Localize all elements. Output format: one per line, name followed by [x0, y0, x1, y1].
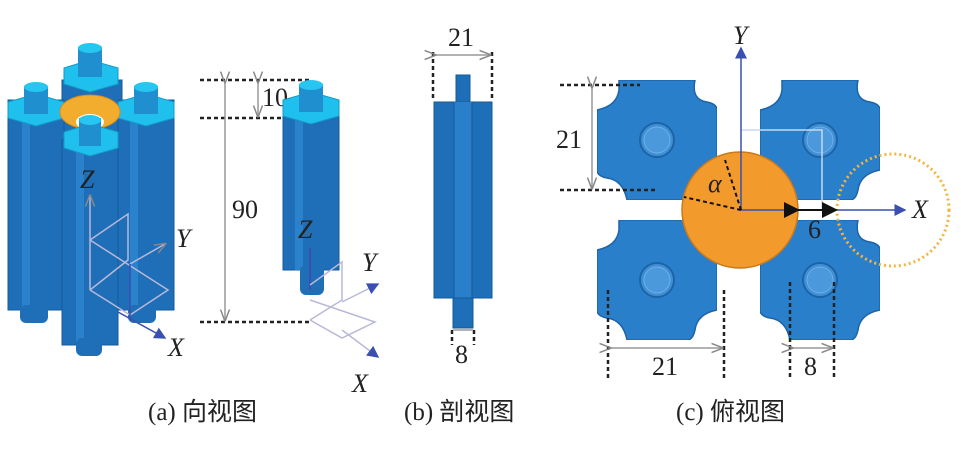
dim-label-21-left: 21	[556, 125, 582, 154]
axes-right: Z Y X	[298, 215, 380, 398]
dim-label-21-b: 21	[448, 23, 474, 52]
panel-b-section: 21 8	[433, 23, 494, 369]
caption-c: (c) 俯视图	[676, 398, 785, 426]
dim-label-90: 90	[232, 195, 258, 224]
column-left	[7, 99, 65, 311]
dim-label-8-b: 8	[455, 340, 468, 369]
axis-label-z-right: Z	[298, 215, 313, 244]
axis-label-y-c: Y	[733, 21, 750, 50]
axis-label-z: Z	[80, 165, 95, 194]
dim-label-21-bottom: 21	[652, 352, 678, 381]
axis-label-x-c: X	[911, 195, 929, 224]
axes-left: Z Y X	[80, 165, 193, 362]
angle-alpha: α	[708, 169, 723, 198]
dim-label-6: 6	[808, 215, 821, 244]
column-right	[117, 99, 175, 311]
panel-c-top-view: Y X α 6 21 21 8	[556, 21, 951, 381]
caption-a: (a) 向视图	[148, 398, 257, 426]
axis-label-x: X	[167, 333, 185, 362]
axis-label-y: Y	[176, 224, 193, 253]
axis-label-x-right: X	[351, 369, 369, 398]
axis-label-y-right: Y	[362, 248, 379, 277]
panel-a-single-column: Z Y X	[282, 80, 380, 398]
dim-label-8-c: 8	[804, 352, 817, 381]
caption-b: (b) 剖视图	[404, 398, 514, 426]
shaft-bottom-left	[20, 305, 48, 323]
panel-a-assembly: Z Y X	[7, 43, 193, 362]
